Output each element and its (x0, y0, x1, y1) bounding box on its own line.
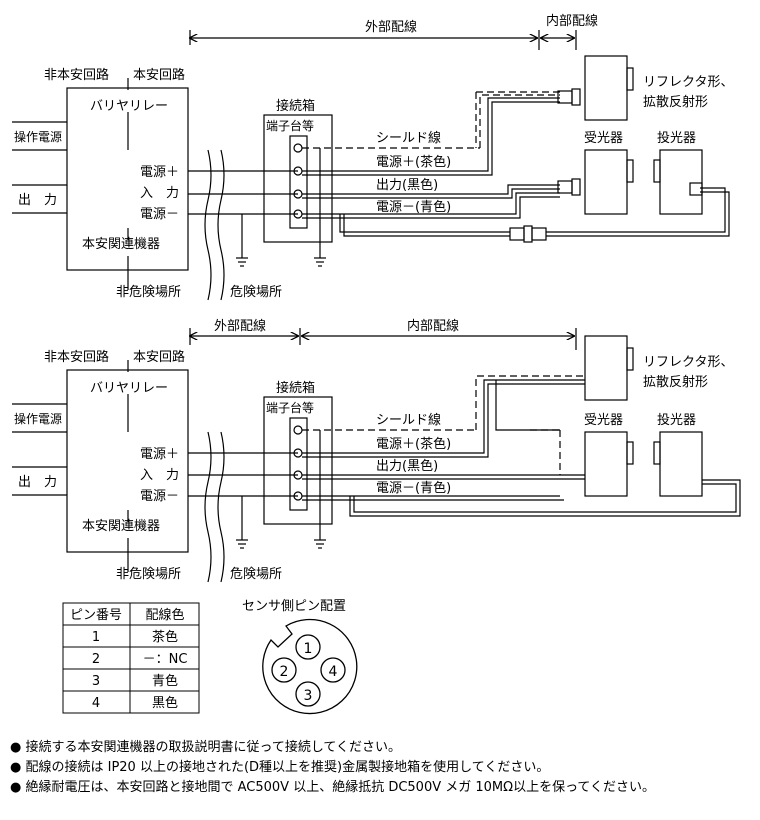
label-wire-output: 出力(黒色) (376, 177, 438, 193)
label-power-plus: 電源＋ (140, 165, 179, 180)
label-internal-wiring: 内部配線 (546, 13, 598, 29)
label-input: 入 力 (140, 468, 179, 483)
label-safe-device: 本安関連機器 (82, 519, 160, 534)
pin-table-cell: 茶色 (152, 629, 178, 645)
pin-2-label: 2 (280, 664, 289, 680)
note-item: ● 絶縁耐電圧は、本安回路と接地間で AC500V 以上、絶縁抵抗 DC500V… (10, 780, 656, 795)
label-wire-power-plus: 電源＋(茶色) (376, 154, 451, 170)
label-wire-power-minus: 電源－(青色) (376, 480, 451, 496)
label-shield-wire: シールド線 (376, 130, 441, 146)
label-shield-wire: シールド線 (376, 412, 441, 428)
label-output: 出 力 (18, 193, 57, 208)
label-junction-box: 接続箱 (276, 98, 315, 114)
note-item: ● 配線の接続は IP20 以上の接地された(D種以上を推奨)金属製接地箱を使用… (10, 760, 550, 775)
label-wire-power-minus: 電源－(青色) (376, 199, 451, 215)
emitter (659, 149, 703, 215)
pin-table-cell: 2 (92, 652, 100, 667)
label-op-power: 操作電源 (14, 129, 62, 144)
reflector-sensor (584, 335, 628, 401)
label-input: 入 力 (140, 186, 179, 201)
reflector-sensor (584, 55, 628, 121)
label-receiver: 受光器 (584, 413, 623, 428)
label-reflector-1: リフレクタ形、 (643, 75, 733, 90)
notes: ● 接続する本安関連機器の取扱説明書に従って接続してください。 ● 配線の接続は… (10, 738, 755, 798)
label-reflector-1: リフレクタ形、 (643, 355, 733, 370)
label-op-power: 操作電源 (14, 411, 62, 426)
pin-3-label: 3 (304, 688, 313, 704)
label-external-wiring: 外部配線 (365, 19, 417, 35)
label-wire-power-plus: 電源＋(茶色) (376, 436, 451, 452)
pin-2 (271, 657, 297, 683)
label-barrier-relay: バリヤリレー (90, 381, 168, 396)
label-reflector-2: 拡散反射形 (643, 94, 708, 110)
pin-3 (295, 681, 321, 707)
pin-4-label: 4 (329, 664, 338, 680)
label-barrier-relay: バリヤリレー (90, 99, 168, 114)
diagram-2 (12, 328, 741, 583)
pin-table-header-pin: ピン番号 (70, 608, 122, 623)
pin-table (62, 602, 200, 714)
label-power-minus: 電源－ (140, 207, 179, 222)
junction-box (263, 114, 333, 243)
wiring-diagrams: 外部配線 内部配線 非本安回路 本安回路 バリヤリレー 操作電源 出 力 電源＋… (12, 13, 741, 715)
label-emitter: 投光器 (657, 412, 696, 428)
pin-table-header-color: 配線色 (145, 607, 184, 623)
pin-1-label: 1 (304, 641, 313, 657)
label-external-wiring: 外部配線 (214, 318, 266, 334)
junction-box (263, 396, 333, 525)
label-output: 出 力 (18, 475, 57, 490)
label-non-hazard: 非危険場所 (116, 285, 181, 300)
label-safe-circuit: 本安回路 (133, 67, 185, 83)
terminal-block (289, 417, 308, 511)
pin-table-cell: 黒色 (152, 695, 178, 711)
label-hazard: 危険場所 (230, 285, 282, 300)
pin-1 (295, 634, 321, 660)
label-junction-box: 接続箱 (276, 380, 315, 396)
label-emitter: 投光器 (657, 130, 696, 146)
label-non-hazard: 非危険場所 (116, 567, 181, 582)
label-non-safe-circuit: 非本安回路 (44, 67, 109, 83)
label-non-safe-circuit: 非本安回路 (44, 349, 109, 365)
label-hazard: 危険場所 (230, 567, 282, 582)
label-terminal-block: 端子台等 (266, 400, 314, 415)
sensor-connector (262, 618, 358, 715)
terminal-block (289, 135, 308, 229)
label-terminal-block: 端子台等 (266, 118, 314, 133)
pin-4 (320, 657, 346, 683)
diagram-1 (12, 30, 730, 301)
pin-table-cell: －：NC (143, 652, 188, 667)
pin-table-cell: 青色 (152, 673, 178, 689)
label-safe-circuit: 本安回路 (133, 349, 185, 365)
label-reflector-2: 拡散反射形 (643, 374, 708, 390)
label-receiver: 受光器 (584, 131, 623, 146)
receiver (584, 431, 628, 497)
pin-table-cell: 3 (92, 674, 100, 689)
label-internal-wiring: 内部配線 (407, 318, 459, 334)
emitter (659, 431, 703, 497)
note-item: ● 接続する本安関連機器の取扱説明書に従って接続してください。 (10, 740, 402, 755)
label-power-plus: 電源＋ (140, 447, 179, 462)
label-wire-output: 出力(黒色) (376, 458, 438, 474)
sensor-pin-title: センサ側ピン配置 (242, 599, 346, 614)
receiver (584, 149, 628, 215)
label-power-minus: 電源－ (140, 489, 179, 504)
pin-table-cell: 4 (92, 696, 100, 711)
label-safe-device: 本安関連機器 (82, 237, 160, 252)
pin-table-cell: 1 (92, 630, 100, 645)
